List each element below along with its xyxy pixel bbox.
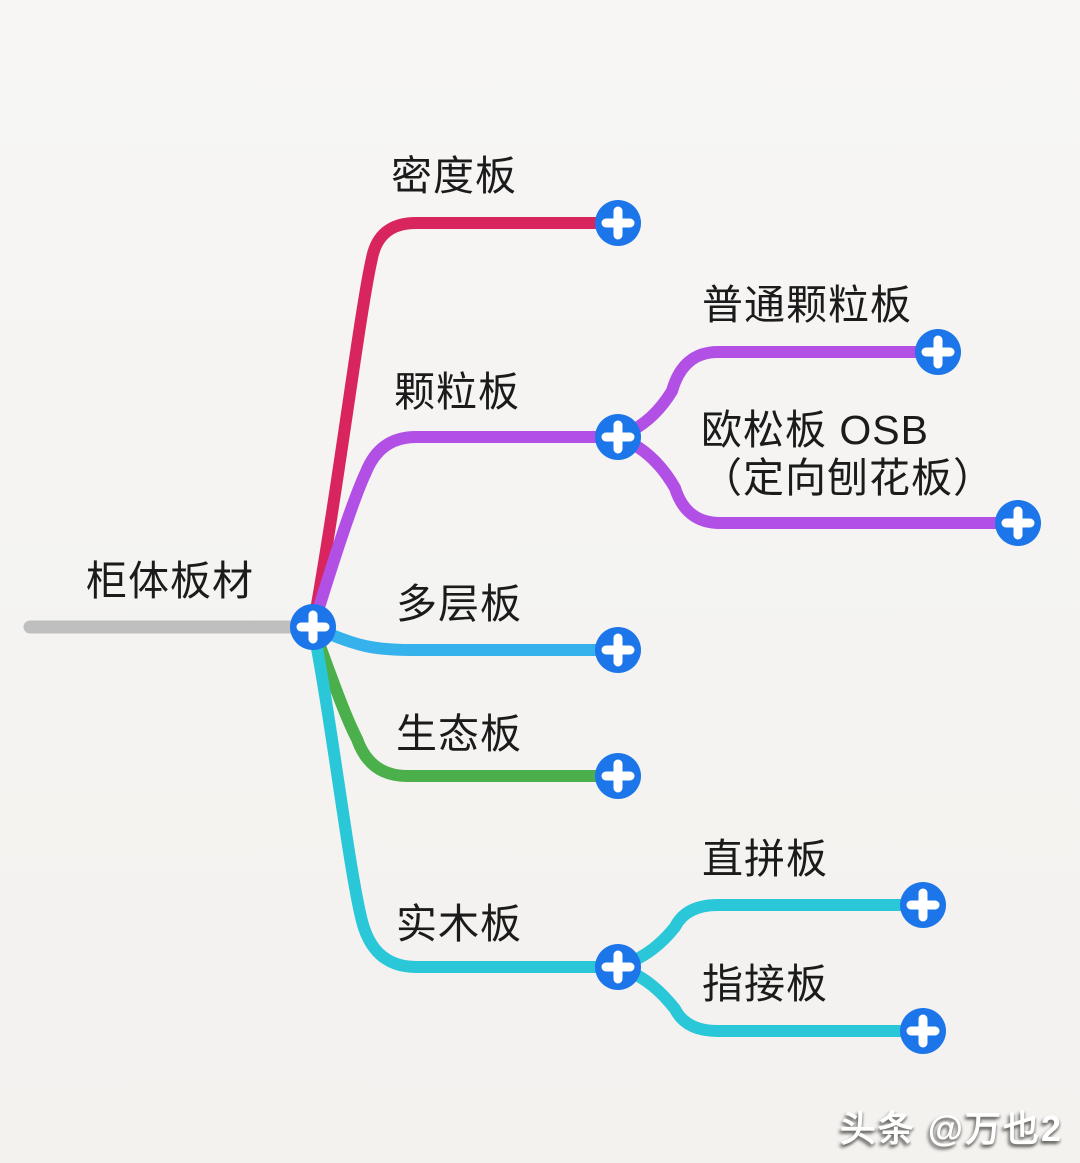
node-label-zhijieban[interactable]: 指接板 <box>702 961 828 1007</box>
plus-button-root[interactable] <box>290 604 336 650</box>
plus-button-shimu[interactable] <box>595 944 641 990</box>
plus-icon <box>601 759 635 793</box>
node-label-keliban[interactable]: 颗粒板 <box>394 369 520 415</box>
plus-button-zhijie[interactable] <box>900 1008 946 1054</box>
node-label-osb-line1: 欧松板 OSB <box>701 407 929 453</box>
node-label-shimuban[interactable]: 实木板 <box>396 901 522 947</box>
plus-button-osb[interactable] <box>995 500 1041 546</box>
node-label-duocengban[interactable]: 多层板 <box>396 581 522 627</box>
plus-button-shengtai[interactable] <box>595 753 641 799</box>
watermark-text: 头条 @万也2 <box>839 1108 1063 1149</box>
node-label-zhipinban[interactable]: 直拼板 <box>702 836 828 882</box>
node-label-shengtaiban[interactable]: 生态板 <box>396 711 522 757</box>
plus-icon <box>601 206 635 240</box>
branch-line-midu <box>307 217 611 633</box>
plus-icon <box>601 950 635 984</box>
plus-icon <box>906 1014 940 1048</box>
plus-icon <box>1001 506 1035 540</box>
branch-line-shimu-child-zhipin <box>612 899 916 973</box>
branch-line-keli-child-osb <box>612 431 1011 529</box>
node-label-root[interactable]: 柜体板材 <box>86 558 254 604</box>
plus-icon <box>601 633 635 667</box>
plus-icon <box>906 888 940 922</box>
plus-button-putong-keliban[interactable] <box>915 329 961 375</box>
node-label-osb-line2: （定向刨花板） <box>701 455 995 501</box>
branch-line-shimu-child-zhijie <box>612 961 916 1037</box>
node-label-miduban[interactable]: 密度板 <box>391 153 517 199</box>
node-label-osb[interactable]: 欧松板 OSB （定向刨花板） <box>701 406 995 502</box>
branch-line-keli-child-putong <box>612 346 931 443</box>
plus-icon <box>921 335 955 369</box>
branch-line-shimu <box>307 621 611 973</box>
plus-button-keli[interactable] <box>595 414 641 460</box>
branch-line-shengtai <box>307 621 611 782</box>
plus-icon <box>296 610 330 644</box>
plus-button-zhipin[interactable] <box>900 882 946 928</box>
branch-line-keli <box>307 431 611 633</box>
plus-icon <box>601 420 635 454</box>
node-label-putong-keliban[interactable]: 普通颗粒板 <box>702 282 912 328</box>
plus-button-midu[interactable] <box>595 200 641 246</box>
plus-button-duoceng[interactable] <box>595 627 641 673</box>
branch-line-duoceng <box>307 622 611 656</box>
